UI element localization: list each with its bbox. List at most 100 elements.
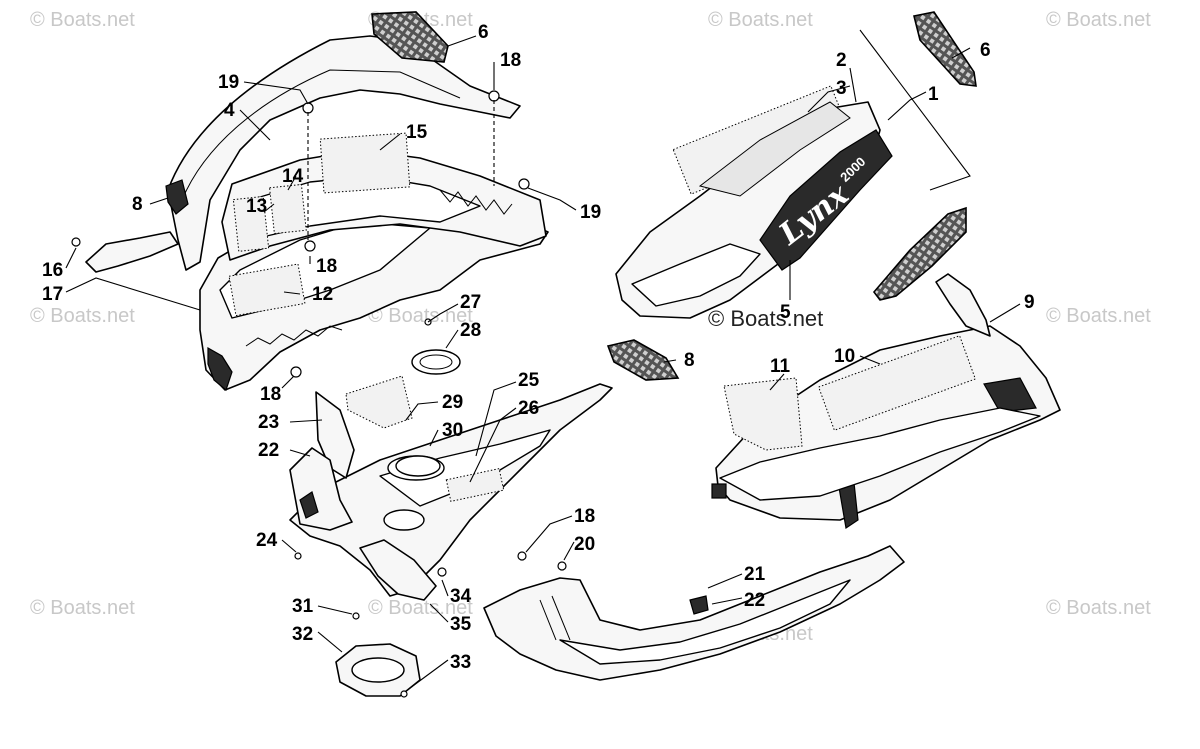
leader-4 bbox=[239, 109, 271, 141]
callout-5[interactable]: 5 bbox=[780, 302, 791, 323]
callout-24[interactable]: 24 bbox=[256, 530, 278, 551]
leader-34 bbox=[441, 579, 449, 597]
leader-16 bbox=[65, 247, 77, 269]
watermark: © Boats.net bbox=[708, 9, 813, 31]
leader-20 bbox=[563, 541, 575, 561]
callout-23[interactable]: 23 bbox=[258, 412, 279, 433]
callout-1[interactable]: 1 bbox=[928, 84, 939, 105]
callout-31[interactable]: 31 bbox=[292, 596, 314, 617]
callout-2[interactable]: 2 bbox=[836, 50, 847, 71]
side-badge-8-left bbox=[165, 179, 189, 215]
hood-assembly bbox=[71, 11, 549, 392]
leader-8b bbox=[663, 359, 677, 363]
callout-numbers: 1 2 3 4 5 6 6 8 8 9 10 11 12 13 14 15 16… bbox=[42, 22, 1035, 673]
hood-louvers bbox=[245, 325, 343, 347]
decal-sheet-11 bbox=[723, 377, 803, 451]
nose-grille-right bbox=[913, 11, 977, 87]
funnel-32-hole bbox=[351, 657, 405, 683]
ring-30 bbox=[395, 455, 441, 477]
callout-15[interactable]: 15 bbox=[406, 122, 428, 143]
hood-front-trim bbox=[207, 346, 233, 392]
watermark: © Boats.net bbox=[368, 597, 473, 619]
callout-3[interactable]: 3 bbox=[836, 78, 847, 99]
belly-pan-26 bbox=[379, 429, 551, 507]
leader-10 bbox=[859, 355, 881, 365]
leader-23 bbox=[289, 419, 323, 423]
callout-18-low[interactable]: 18 bbox=[260, 384, 281, 405]
leader-22a bbox=[289, 449, 311, 457]
leader-22b bbox=[711, 597, 743, 605]
callout-16[interactable]: 16 bbox=[42, 260, 63, 281]
hood-grille-left bbox=[371, 11, 449, 63]
leader-18c bbox=[281, 375, 295, 389]
callout-11[interactable]: 11 bbox=[770, 356, 791, 377]
callout-26[interactable]: 26 bbox=[518, 398, 539, 419]
fastener-18-skid bbox=[517, 551, 527, 561]
callout-18-skid[interactable]: 18 bbox=[574, 506, 595, 527]
callout-10[interactable]: 10 bbox=[834, 346, 855, 367]
leader-35 bbox=[429, 603, 449, 623]
callout-14[interactable]: 14 bbox=[282, 166, 304, 187]
fastener-19-top bbox=[302, 102, 314, 114]
callout-13[interactable]: 13 bbox=[246, 196, 267, 217]
callout-22-right[interactable]: 22 bbox=[744, 590, 765, 611]
fastener-33 bbox=[400, 690, 408, 698]
callout-28[interactable]: 28 bbox=[460, 320, 481, 341]
leader-21 bbox=[707, 573, 743, 589]
leader-30 bbox=[429, 429, 439, 447]
hood-upper-shell bbox=[167, 35, 521, 271]
callout-18-mid[interactable]: 18 bbox=[316, 256, 337, 277]
leader-19a bbox=[243, 81, 309, 105]
nose-assembly: Lynx 2000 bbox=[615, 11, 977, 319]
callout-19-right[interactable]: 19 bbox=[580, 202, 601, 223]
hood-tray-teeth bbox=[439, 189, 513, 215]
ring-28-inner bbox=[419, 354, 453, 370]
leader-29 bbox=[405, 401, 439, 421]
leader-6a bbox=[447, 35, 477, 47]
callout-29[interactable]: 29 bbox=[442, 392, 463, 413]
callout-35[interactable]: 35 bbox=[450, 614, 472, 635]
callout-12[interactable]: 12 bbox=[312, 284, 333, 305]
callout-30[interactable]: 30 bbox=[442, 420, 463, 441]
callout-8-left[interactable]: 8 bbox=[132, 194, 143, 215]
watermark: © Boats.net bbox=[30, 597, 135, 619]
callout-8-right[interactable]: 8 bbox=[684, 350, 695, 371]
side-panel-assembly bbox=[606, 273, 1061, 530]
belly-pan-decal bbox=[445, 468, 505, 502]
callout-17[interactable]: 17 bbox=[42, 284, 63, 305]
skid-plate-assembly bbox=[483, 545, 905, 681]
callout-27[interactable]: 27 bbox=[460, 292, 481, 313]
callout-4[interactable]: 4 bbox=[224, 100, 235, 121]
callout-21[interactable]: 21 bbox=[744, 564, 766, 585]
callout-9[interactable]: 9 bbox=[1024, 292, 1035, 313]
leader-12 bbox=[283, 291, 301, 295]
hood-upper-inner bbox=[181, 69, 461, 201]
callout-22-left[interactable]: 22 bbox=[258, 440, 279, 461]
callout-19-top[interactable]: 19 bbox=[218, 72, 239, 93]
fastener-24 bbox=[294, 552, 302, 560]
watermark: © Boats.net bbox=[30, 9, 135, 31]
watermark-center: © Boats.net bbox=[708, 306, 823, 331]
leader-9 bbox=[989, 303, 1021, 323]
callout-6-right[interactable]: 6 bbox=[980, 40, 991, 61]
decal-sheet-14 bbox=[269, 183, 307, 235]
belly-pan-hole-2 bbox=[383, 509, 425, 531]
callout-33[interactable]: 33 bbox=[450, 652, 471, 673]
callout-6-left[interactable]: 6 bbox=[478, 22, 489, 43]
decal-sheet-13 bbox=[232, 195, 270, 252]
callout-18-top[interactable]: 18 bbox=[500, 50, 521, 71]
nose-stripe-3 bbox=[698, 101, 851, 197]
callout-32[interactable]: 32 bbox=[292, 624, 313, 645]
fastener-18-top bbox=[488, 90, 500, 102]
callout-34[interactable]: 34 bbox=[450, 586, 472, 607]
callout-20[interactable]: 20 bbox=[574, 534, 595, 555]
leader-25 bbox=[475, 381, 517, 457]
decal-sheet-10 bbox=[818, 335, 976, 431]
fastener-19-right bbox=[518, 178, 530, 190]
lynx-decal-5 bbox=[759, 129, 893, 271]
side-panel-vent-2 bbox=[983, 377, 1037, 413]
leader-3 bbox=[807, 85, 851, 113]
leader-28 bbox=[445, 329, 459, 349]
callout-25[interactable]: 25 bbox=[518, 370, 540, 391]
